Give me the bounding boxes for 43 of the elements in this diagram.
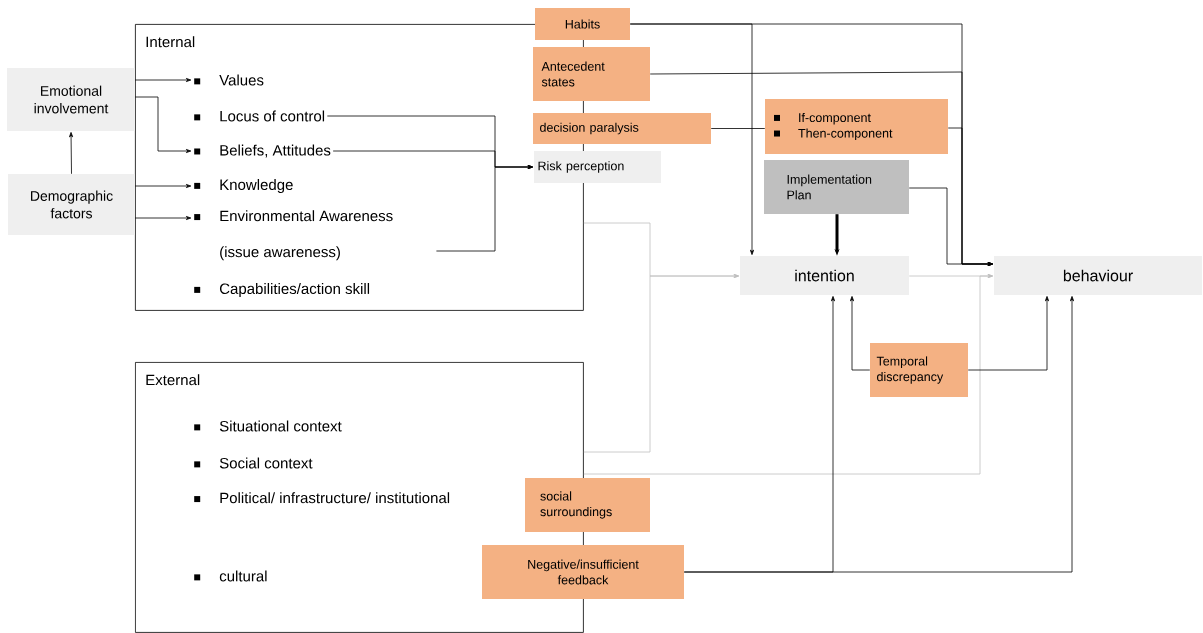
arrow [967,296,1049,371]
node-label: Situational context [219,420,342,432]
label-box: Risk perception [534,151,661,183]
list-item: Situational context [194,420,342,432]
arrow [134,216,192,220]
node-label: cultural [219,570,267,582]
node-label: Social context [219,457,313,469]
arrow [69,132,74,175]
arrow [134,78,192,83]
arrow [583,274,739,453]
node-label: Values [219,74,264,86]
factor-box: If-component Then-component [765,99,948,154]
connector [710,128,766,129]
arrow [436,165,533,252]
stage-box: behaviour [994,256,1202,295]
factor-box: Negative/insufficient feedback [482,545,684,599]
arrow [583,274,993,475]
node-label: Knowledge [220,179,293,193]
arrow [683,296,1074,573]
factor-box: decision paralysis [533,113,711,144]
factor-box: Temporal discrepancy [870,343,968,397]
list-item: Knowledge [194,179,293,193]
arrow [134,184,192,188]
list-item: Political/ infrastructure/ institutional [194,492,450,504]
label-box: Demographic factors [8,174,135,235]
list-item: Social context [194,457,313,469]
plan-box: Implementation Plan [764,160,909,214]
node-label: Locus of control [220,110,325,122]
factor-box: social surroundings [525,478,650,532]
factor-box: Habits [535,8,630,40]
list-item: cultural [194,570,267,582]
list-item: Capabilities/action skill [194,283,370,297]
list-item: Environmental Awareness (issue awareness) [194,210,393,261]
list-item: Beliefs, Attitudes [194,144,331,158]
factor-box: Antecedent states [533,47,650,101]
list-item: Locus of control [194,110,325,122]
arrow [850,296,871,371]
label-box: Emotional involvement [7,68,135,131]
stage-box: intention [740,256,909,295]
arrow [908,187,993,266]
node-label: Beliefs, Attitudes [220,144,331,158]
arrow [134,96,192,153]
list-item: Values [194,74,264,86]
